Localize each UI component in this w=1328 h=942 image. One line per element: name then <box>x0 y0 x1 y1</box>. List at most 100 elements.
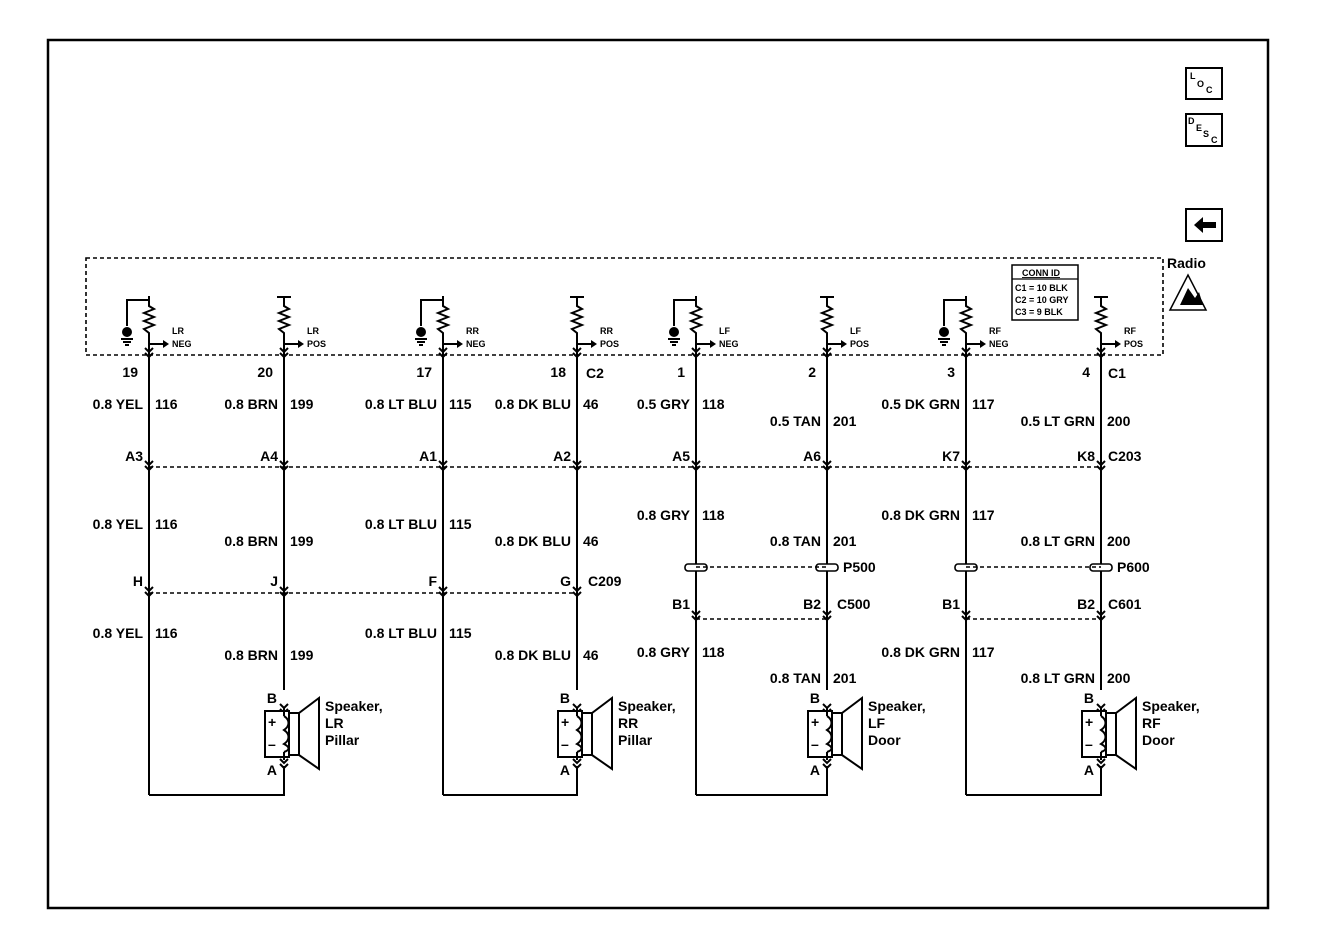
speaker-name-line-3: Door <box>868 732 901 748</box>
desc-button[interactable]: D E S C <box>1185 113 1223 147</box>
speaker-pin-a-icon <box>279 758 289 770</box>
channel-label-bottom: POS <box>1124 339 1143 349</box>
speakers-layer: +–BASpeaker,LRPillar+–BASpeaker,RRPillar… <box>149 690 1200 796</box>
desc-letter-2: E <box>1196 123 1202 133</box>
inline-cavity-label: K8 <box>1077 448 1095 464</box>
radio-pin-icon <box>144 347 154 359</box>
channel-label-bottom: POS <box>850 339 869 349</box>
ground-node-icon <box>939 327 949 337</box>
wire-color-label: 0.8 YEL <box>93 396 144 412</box>
radio-boundary <box>85 257 1164 356</box>
ground-icon <box>668 338 680 346</box>
speaker-pin-a-icon <box>822 758 832 770</box>
resistor-symbol <box>1093 296 1109 352</box>
signal-arrow-icon <box>163 340 169 348</box>
inline-cavity-label: A2 <box>553 448 571 464</box>
wire-color-label: 0.8 DK BLU <box>495 647 571 663</box>
wire-circuit-118 <box>684 347 708 795</box>
wire-circuit-201 <box>815 347 839 690</box>
speaker-name-line-1: Speaker, <box>618 698 676 714</box>
inline-cavity-label: A6 <box>803 448 821 464</box>
speaker-terminal-box <box>1081 710 1107 758</box>
channel-label-top: LR <box>172 326 184 336</box>
resistor-symbol <box>819 296 835 352</box>
splice-pack-icon <box>815 563 839 572</box>
radio-pin-icon <box>961 347 971 359</box>
signal-arrow-icon <box>710 340 716 348</box>
speaker-cone-icon <box>581 696 613 771</box>
speaker-name-line-3: Door <box>1142 732 1175 748</box>
circuit-number-label: 116 <box>155 516 178 532</box>
plus-sign-label: + <box>1085 714 1093 730</box>
speaker-name-line-2: RF <box>1142 715 1161 731</box>
wire-circuit-46 <box>572 347 582 690</box>
channel-label-top: RR <box>466 326 479 336</box>
wire-color-label: 0.8 YEL <box>93 516 144 532</box>
circuit-number-label: 118 <box>702 644 725 660</box>
wire-color-label: 0.8 DK BLU <box>495 396 571 412</box>
door-connector-pin-icon <box>1096 610 1106 622</box>
speaker-name-line-2: LR <box>325 715 344 731</box>
signal-arrow-icon <box>298 340 304 348</box>
connector-c500-label: C500 <box>837 596 871 612</box>
inline-cavity-label: A3 <box>125 448 143 464</box>
wire-color-label: 0.8 TAN <box>770 670 821 686</box>
speaker-name-line-3: Pillar <box>618 732 653 748</box>
speaker-name-line-1: Speaker, <box>868 698 926 714</box>
desc-letter-4: C <box>1211 135 1218 145</box>
ground-icon <box>938 338 950 346</box>
resistor-symbol <box>569 296 585 352</box>
inline-cavity-label: J <box>270 573 278 589</box>
plus-sign-label: + <box>561 714 569 730</box>
wire-color-label: 0.5 LT GRN <box>1021 413 1095 429</box>
speaker-name-line-3: Pillar <box>325 732 360 748</box>
speaker-pin-b-label: B <box>267 690 277 706</box>
inline-cavity-label: G <box>560 573 571 589</box>
circuit-number-label: 46 <box>583 396 599 412</box>
loc-button[interactable]: L O C <box>1185 67 1223 100</box>
left-arrow-icon <box>1194 217 1216 233</box>
circuit-number-label: 116 <box>155 396 178 412</box>
inline-cavity-label: B2 <box>1077 596 1095 612</box>
resistor-symbol <box>276 296 292 352</box>
speaker-pin-b-label: B <box>810 690 820 706</box>
resistor-symbol <box>958 296 974 352</box>
plus-sign-label: + <box>811 714 819 730</box>
radio-pin-icon <box>572 347 582 359</box>
circuit-number-label: 118 <box>702 507 725 523</box>
desc-letter-3: S <box>1203 129 1209 139</box>
speaker-cone-icon <box>831 696 863 771</box>
speaker-pin-a-label: A <box>560 762 570 778</box>
inline-connector-pin-icon <box>572 586 582 598</box>
speaker-pin-b-label: B <box>1084 690 1094 706</box>
inline-cavity-label: A5 <box>672 448 690 464</box>
minus-sign-label: – <box>268 736 276 752</box>
back-button[interactable] <box>1185 208 1223 242</box>
wire-circuit-117 <box>954 347 978 795</box>
loc-letter-3: C <box>1206 85 1213 95</box>
circuit-number-label: 199 <box>290 533 314 549</box>
circuit-number-label: 118 <box>702 396 725 412</box>
channel-label-bottom: POS <box>600 339 619 349</box>
speaker-name-line-1: Speaker, <box>325 698 383 714</box>
splice-p600-label: P600 <box>1117 559 1150 575</box>
channel-label-top: LR <box>307 326 319 336</box>
conn-id-line-1: C1 = 10 BLK <box>1015 283 1068 293</box>
circuit-number-label: 46 <box>583 533 599 549</box>
circuit-number-label: 115 <box>449 396 472 412</box>
speaker-name-line-1: Speaker, <box>1142 698 1200 714</box>
wire-color-label: 0.8 LT GRN <box>1021 670 1095 686</box>
speaker-pin-a-label: A <box>267 762 277 778</box>
signal-arrow-icon <box>591 340 597 348</box>
inline-cavity-label: F <box>428 573 437 589</box>
connector-c1-label: C1 <box>1108 365 1126 381</box>
wire-circuit-115 <box>438 347 448 795</box>
ground-lead <box>126 299 149 326</box>
wire-color-label: 0.8 LT BLU <box>365 516 437 532</box>
